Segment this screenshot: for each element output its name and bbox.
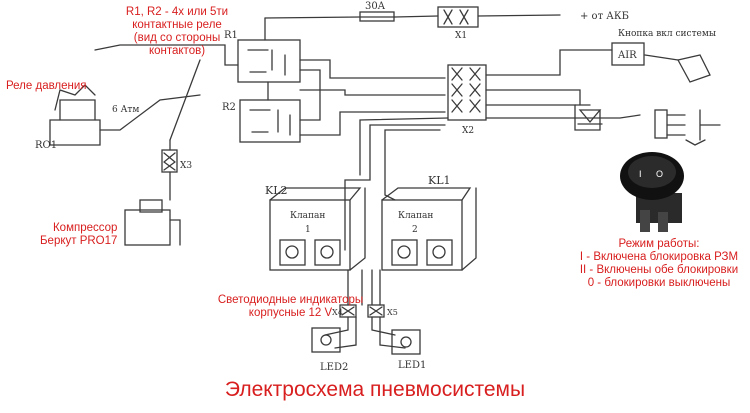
compressor-annotation: Компрессор Беркут PRO17 [40,222,118,247]
switch-i-mark: I [639,169,642,179]
air-label: AIR [617,50,637,61]
diagram-title: Электросхема пневмосистемы [224,378,526,401]
valve-kl2 [269,199,351,271]
pressure-relay-ro1 [49,119,101,146]
fuse [359,11,395,22]
pressure-relay-annotation: Реле давления [6,80,87,92]
relay-r1 [237,39,301,83]
valve2-num: 2 [412,225,418,235]
valve-kl1 [381,199,463,271]
valve1-label: Клапан [290,211,325,221]
led2-label: LED2 [320,362,348,373]
diode [574,104,603,125]
connector-x1 [437,6,479,28]
x5-label: X5 [387,308,398,317]
fuse-label: 30A [365,1,386,12]
x3-label: X3 [180,161,192,171]
led2 [311,327,341,353]
ro1-label: RO1 [35,140,57,151]
from-akb-label: + от АКБ [580,11,629,22]
air-button [611,42,645,66]
r2-label: R2 [222,102,236,113]
relay-annotation: R1, R2 - 4х или 5ти контактные реле (вид… [125,6,229,57]
connector-x5 [367,304,385,318]
mode-annotation: Режим работы: I - Включена блокировка РЗ… [579,238,739,289]
led1 [391,329,421,355]
valve2-label: Клапан [398,211,433,221]
led1-label: LED1 [398,360,426,371]
x4-label: X4 [332,308,343,317]
connector-x2 [447,64,487,121]
switch-o-mark: O [656,169,663,179]
atm-label: 6 Атм [112,105,139,115]
x2-label: X2 [462,126,474,136]
r1-label: R1 [224,30,238,41]
button-label: Кнопка вкл системы [618,29,716,39]
x1-label: X1 [455,31,467,41]
kl2-label: KL2 [265,184,288,197]
wire-supply [264,16,396,19]
kl1-label: KL1 [428,174,451,187]
valve1-num: 1 [305,225,311,235]
compressor [124,209,171,246]
led-annotation: Светодиодные индикаторы корпусные 12 V [217,294,364,319]
relay-r2 [239,99,301,143]
rocker-switch: I O [620,152,684,232]
